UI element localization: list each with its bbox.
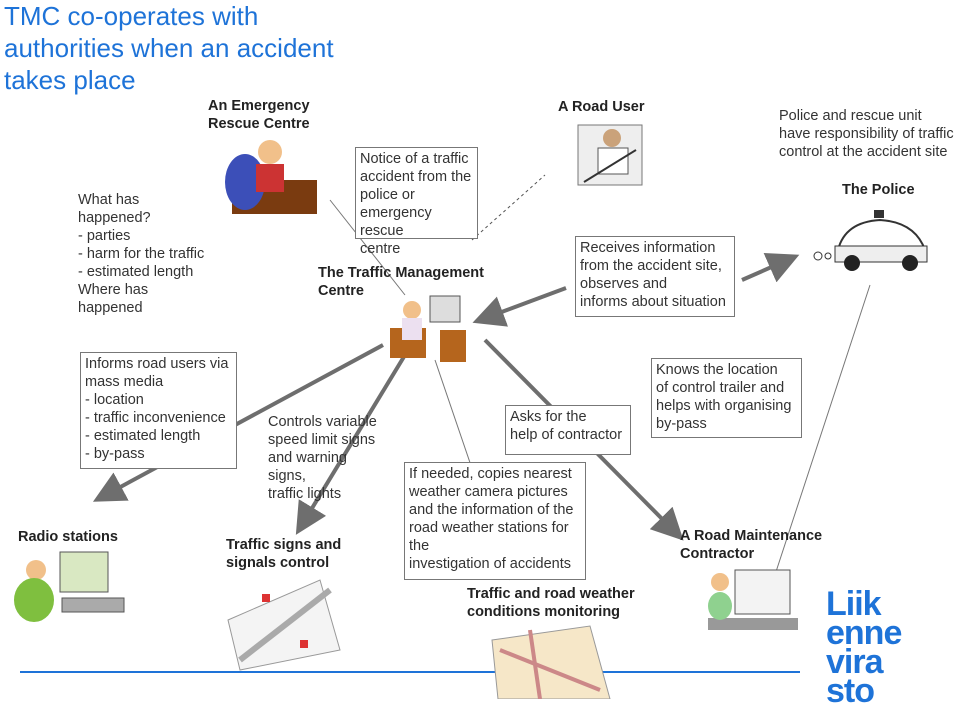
controls-note: Controls variable speed limit signs and … (268, 414, 377, 502)
page-title: TMC co-operates with authorities when an… (4, 1, 334, 95)
police-unit-note: Police and rescue unit have responsibili… (779, 108, 954, 160)
tmc-label: The Traffic Management Centre (318, 265, 484, 299)
emergency-centre-label: An Emergency Rescue Centre (208, 98, 310, 132)
receives-note: Receives information from the accident s… (575, 236, 735, 317)
arrow-to-tmc-from-road-user (472, 286, 567, 327)
radio-label: Radio stations (18, 529, 118, 545)
arrow-to-radio (92, 343, 384, 502)
liikennevirasto-logo: Liik enne vira sto (826, 585, 902, 710)
police-label: The Police (842, 182, 915, 198)
road-user-label: A Road User (558, 99, 645, 115)
link-contractor-police (769, 284, 871, 591)
link-emergency-tmc (329, 199, 406, 296)
logo-line-4: sto (826, 672, 875, 710)
arrow-to-police (741, 253, 800, 283)
informs-note: Informs road users via mass media - loca… (80, 352, 237, 469)
signs-label: Traffic signs and signals control (226, 537, 342, 571)
arrow-to-signs (295, 353, 407, 535)
what-happened-note: What has happened? - parties - harm for … (78, 192, 205, 316)
monitoring-label: Traffic and road weather conditions moni… (467, 586, 635, 620)
logo-line-3: vira (826, 643, 884, 681)
knows-note: Knows the location of control trailer an… (651, 358, 802, 438)
dashed-link-road-user (471, 174, 546, 241)
contractor-label: A Road Maintenance Contractor (680, 528, 823, 562)
logo-line-1: Liik (826, 585, 882, 623)
logo-line-2: enne (826, 614, 902, 652)
notice-note: Notice of a traffic accident from the po… (355, 147, 478, 257)
copies-note: If needed, copies nearest weather camera… (404, 462, 586, 580)
asks-note: Asks for the help of contractor (505, 405, 631, 455)
